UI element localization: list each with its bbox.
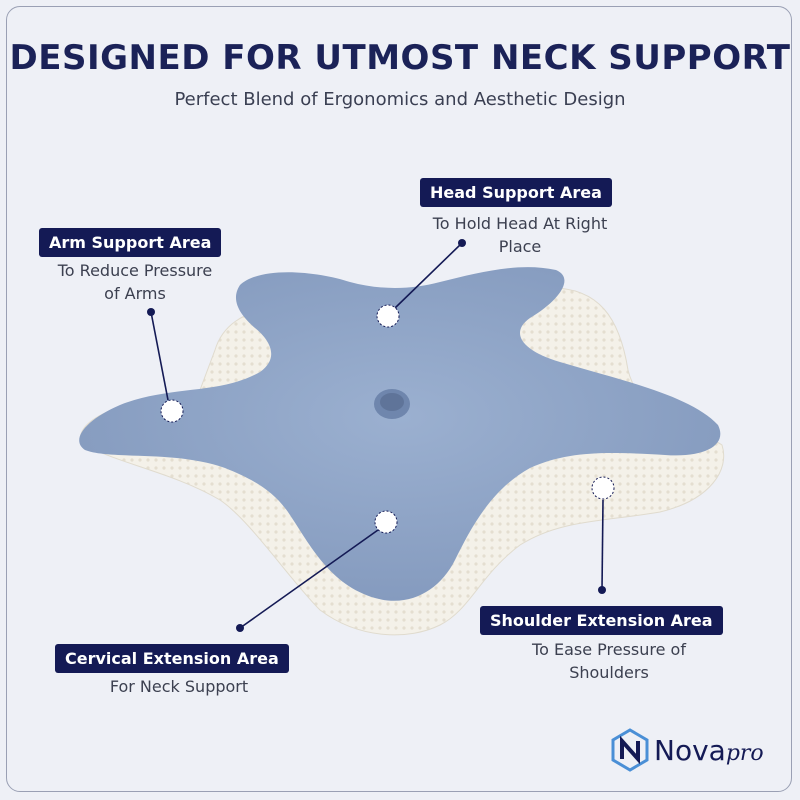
shoulder-marker <box>591 476 615 500</box>
shoulder-extension-desc-line2: Shoulders <box>569 663 649 682</box>
cervical-line-dot <box>236 624 244 632</box>
head-support-desc: To Hold Head At Right Place <box>400 212 640 258</box>
head-line-dot <box>458 239 466 247</box>
novapro-logo: Novapro <box>610 728 780 774</box>
arm-line-dot <box>147 308 155 316</box>
arm-marker <box>160 399 184 423</box>
shoulder-extension-label: Shoulder Extension Area <box>480 606 723 635</box>
arm-support-desc: To Reduce Pressure of Arms <box>30 259 240 305</box>
arm-support-desc-line1: To Reduce Pressure <box>57 261 213 280</box>
head-marker <box>376 304 400 328</box>
cervical-extension-desc: For Neck Support <box>55 675 303 698</box>
shoulder-connector-line <box>601 499 604 591</box>
cervical-extension-desc-line1: For Neck Support <box>109 677 249 696</box>
shoulder-line-dot <box>598 586 606 594</box>
novapro-logo-text: Novapro <box>654 734 764 767</box>
novapro-logo-icon <box>611 728 649 772</box>
arm-connector-line <box>150 311 169 401</box>
arm-support-desc-line2: of Arms <box>104 284 166 303</box>
brand-name-suffix: pro <box>725 741 764 766</box>
head-connector-line <box>394 242 463 309</box>
cervical-marker <box>374 510 398 534</box>
cervical-extension-label: Cervical Extension Area <box>55 644 289 673</box>
shoulder-extension-desc: To Ease Pressure of Shoulders <box>486 638 732 684</box>
page-title: DESIGNED FOR UTMOST NECK SUPPORT <box>9 38 791 78</box>
head-support-label: Head Support Area <box>420 178 612 207</box>
brand-name-main: Nova <box>654 734 726 767</box>
head-support-desc-line2: Place <box>498 237 542 256</box>
page-subtitle: Perfect Blend of Ergonomics and Aestheti… <box>174 89 626 110</box>
arm-support-label: Arm Support Area <box>39 228 222 257</box>
head-support-desc-line1: To Hold Head At Right <box>432 214 608 233</box>
shoulder-extension-desc-line1: To Ease Pressure of <box>532 640 686 659</box>
pillow-blue-top <box>79 267 721 601</box>
cervical-connector-line <box>239 529 379 629</box>
